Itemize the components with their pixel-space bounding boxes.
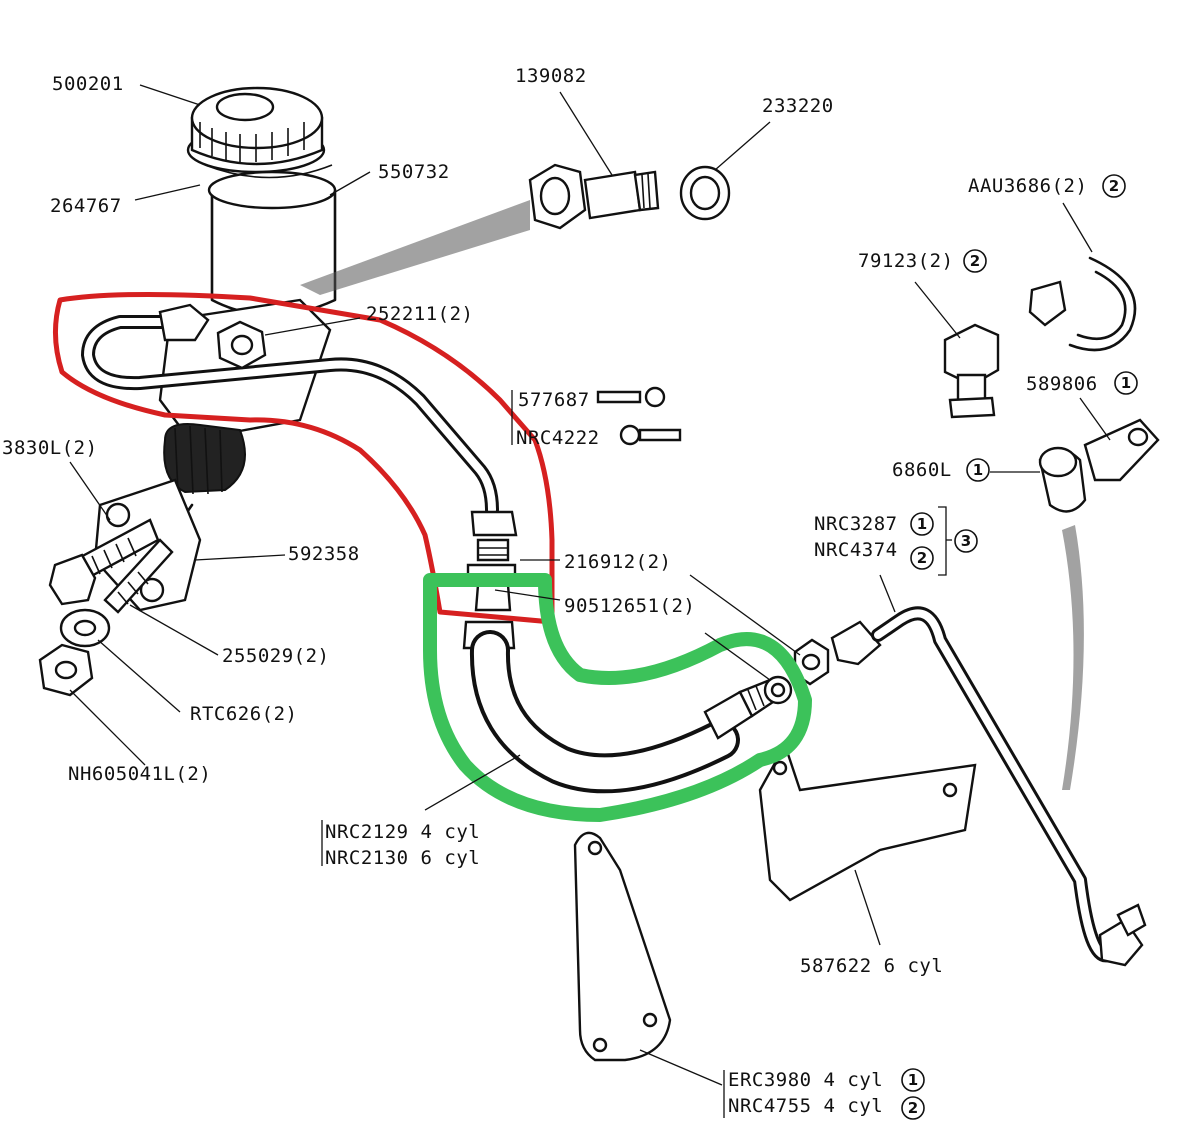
washer-and-nut	[38, 608, 111, 697]
mounting-bolts	[48, 518, 174, 614]
label-ERC3980-mark: 1	[908, 1071, 918, 1089]
hose-clamp	[1028, 256, 1137, 352]
rigid-pipe-master-to-hose	[81, 303, 499, 517]
label-577687: 577687	[518, 389, 590, 411]
label-264767: 264767	[50, 195, 122, 217]
label-NRC4755: NRC4755 4 cyl	[728, 1095, 883, 1117]
label-group-mark: 3	[961, 532, 971, 550]
assembly-direction-shading	[300, 200, 1084, 790]
bracket-6cyl	[758, 742, 977, 902]
label-79123: 79123(2)	[858, 250, 954, 272]
label-255029: 255029(2)	[222, 645, 329, 667]
flexible-hose	[469, 630, 793, 794]
label-6860L: 6860L	[892, 459, 952, 481]
master-cylinder-reservoir	[186, 86, 337, 317]
label-NRC4755-mark: 2	[908, 1099, 918, 1117]
label-AAU3686: AAU3686(2)	[968, 175, 1087, 197]
label-3830L: 3830L(2)	[2, 437, 98, 459]
label-587622: 587622 6 cyl	[800, 955, 943, 977]
label-NH605041L: NH605041L(2)	[68, 763, 211, 785]
adapter-fitting	[528, 163, 731, 230]
label-252211: 252211(2)	[366, 303, 473, 325]
rigid-pipe-to-slave	[793, 606, 1147, 967]
label-NRC4374: NRC4374	[814, 539, 898, 561]
label-NRC4222: NRC4222	[516, 427, 600, 449]
red-highlight-outline	[52, 291, 555, 625]
label-6860L-mark: 1	[973, 461, 983, 479]
green-highlight-outline	[423, 573, 812, 822]
label-RTC626: RTC626(2)	[190, 703, 297, 725]
label-ERC3980: ERC3980 4 cyl	[728, 1069, 883, 1091]
part-labels: 500201 264767 550732 139082 233220 25221…	[2, 65, 1138, 1120]
bracket-4cyl	[573, 831, 672, 1062]
label-AAU3686-mark: 2	[1109, 177, 1119, 195]
label-NRC4374-mark: 2	[917, 549, 927, 567]
label-589806: 589806	[1026, 373, 1098, 395]
label-NRC3287-mark: 1	[917, 515, 927, 533]
leader-lines	[69, 84, 1111, 1118]
label-79123-mark: 2	[970, 252, 980, 270]
label-139082: 139082	[515, 65, 587, 87]
label-592358: 592358	[288, 543, 360, 565]
label-550732: 550732	[378, 161, 450, 183]
small-link-parts	[596, 386, 682, 446]
grommet-and-clip	[1038, 418, 1160, 513]
label-90512651: 90512651(2)	[564, 595, 695, 617]
label-NRC3287: NRC3287	[814, 513, 898, 535]
label-NRC2130: NRC2130 6 cyl	[325, 847, 480, 869]
label-NRC2129: NRC2129 4 cyl	[325, 821, 480, 843]
label-589806-mark: 1	[1121, 374, 1131, 392]
label-233220: 233220	[762, 95, 834, 117]
label-500201: 500201	[52, 73, 124, 95]
clip-bolt	[943, 323, 1000, 419]
label-216912: 216912(2)	[564, 551, 671, 573]
